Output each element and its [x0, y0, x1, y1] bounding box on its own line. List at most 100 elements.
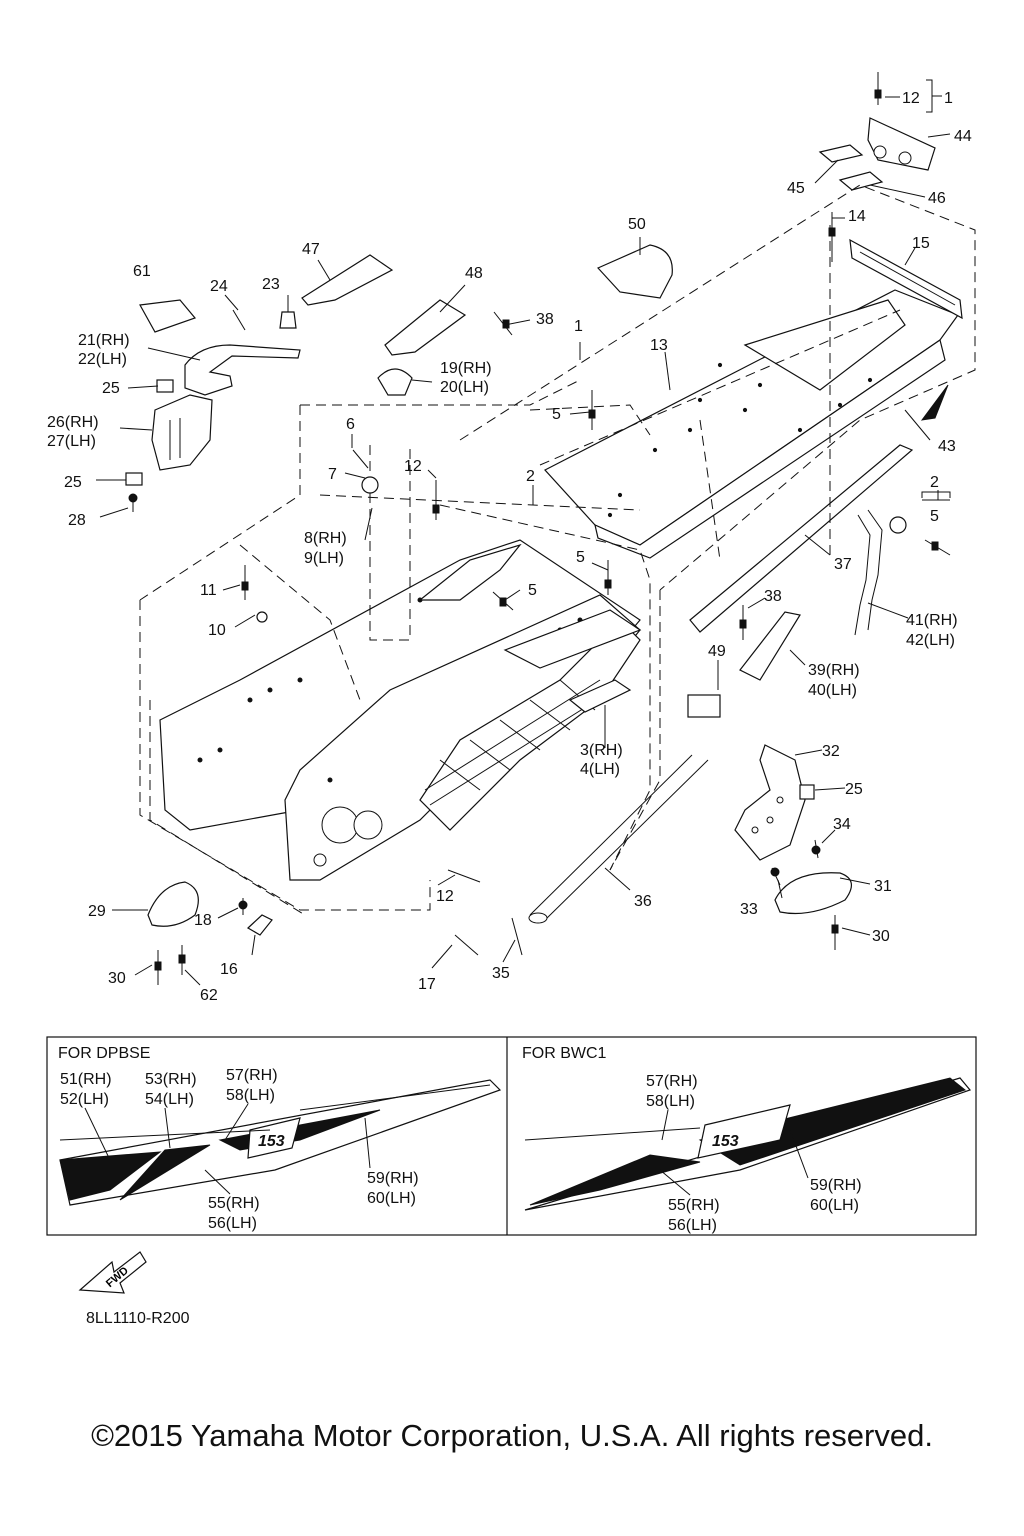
box-49 [687, 694, 721, 718]
inset-r-57: 57(RH) [646, 1073, 698, 1090]
label-25c: 25 [845, 781, 863, 798]
label-44: 44 [954, 128, 972, 145]
fwd-arrow-icon: FWD [78, 1251, 147, 1294]
label-1-top: 1 [944, 90, 953, 107]
label-18: 18 [194, 912, 212, 929]
inset-r-59: 59(RH) [810, 1177, 862, 1194]
diagram-code: 8LL1110-R200 [86, 1310, 190, 1327]
inset-r-60: 60(LH) [810, 1197, 859, 1214]
label-11: 11 [200, 582, 217, 599]
tunnel-top-panel [544, 289, 959, 559]
label-10: 10 [208, 622, 226, 639]
copyright-notice: ©2015 Yamaha Motor Corporation, U.S.A. A… [91, 1418, 933, 1453]
label-43: 43 [938, 438, 956, 455]
inset-r-55: 55(RH) [668, 1197, 720, 1214]
label-50: 50 [628, 216, 646, 233]
inset-l-51: 51(RH) [60, 1071, 112, 1088]
label-25b: 25 [64, 474, 82, 491]
inset-l-57: 57(RH) [226, 1067, 278, 1084]
label-1: 1 [574, 318, 583, 335]
label-19: 19(RH) [440, 360, 492, 377]
plate-50 [596, 244, 673, 299]
label-33: 33 [740, 901, 758, 918]
label-13: 13 [650, 337, 668, 354]
label-61: 61 [133, 263, 151, 280]
label-16: 16 [220, 961, 238, 978]
bar-36 [528, 754, 709, 924]
label-42: 42(LH) [906, 632, 955, 649]
label-29: 29 [88, 903, 106, 920]
group-bracket-top [926, 79, 933, 113]
label-21: 21(RH) [78, 332, 130, 349]
label-27: 27(LH) [47, 433, 96, 450]
label-4: 4(LH) [580, 761, 620, 778]
label-12-top: 12 [902, 90, 920, 107]
label-47: 47 [302, 241, 320, 258]
label-38a: 38 [536, 311, 554, 328]
inset-right-title: FOR BWC1 [522, 1045, 607, 1062]
label-38b: 38 [764, 588, 782, 605]
label-32: 32 [822, 743, 840, 760]
inset-l-55: 55(RH) [208, 1195, 260, 1212]
trim-47 [301, 254, 394, 306]
decal-inset-box: FOR DPBSE FOR BWC1 153 51(RH) 52(LH) 53(… [46, 1036, 977, 1236]
trim-61 [139, 299, 197, 333]
label-2a: 2 [526, 468, 535, 485]
label-31: 31 [874, 878, 892, 895]
callout-labels: 12 1 44 45 46 14 15 50 47 48 61 24 23 38… [47, 90, 972, 1004]
inset-l-59: 59(RH) [367, 1170, 419, 1187]
bracket-39 [739, 611, 801, 681]
label-30b: 30 [872, 928, 890, 945]
label-28: 28 [68, 512, 86, 529]
label-7: 7 [328, 466, 337, 483]
label-48: 48 [465, 265, 483, 282]
pad-46 [838, 171, 884, 191]
inset-l-56: 56(LH) [208, 1215, 257, 1232]
inset-l-53: 53(RH) [145, 1071, 197, 1088]
label-5c: 5 [576, 549, 585, 566]
inset-r-56: 56(LH) [668, 1217, 717, 1234]
label-24: 24 [210, 278, 228, 295]
label-30a: 30 [108, 970, 126, 987]
dashed-assembly-outlines [139, 184, 976, 916]
handle-19 [377, 368, 413, 396]
inset-l-52: 52(LH) [60, 1091, 109, 1108]
label-25a: 25 [102, 380, 120, 397]
label-45: 45 [787, 180, 805, 197]
clip-25c [799, 784, 815, 800]
label-8: 8(RH) [304, 530, 347, 547]
inset-left-title: FOR DPBSE [58, 1045, 150, 1062]
inset-l-54: 54(LH) [145, 1091, 194, 1108]
label-36: 36 [634, 893, 652, 910]
inset-l-60: 60(LH) [367, 1190, 416, 1207]
label-3: 3(RH) [580, 742, 623, 759]
group-bracket-2-5 [921, 491, 951, 498]
decal-bwc1: 153 [524, 1077, 972, 1211]
label-46: 46 [928, 190, 946, 207]
trim-48 [384, 299, 467, 356]
label-26: 26(RH) [47, 414, 99, 431]
label-12c: 12 [436, 888, 454, 905]
inset-l-58: 58(LH) [226, 1087, 275, 1104]
label-37: 37 [834, 556, 852, 573]
label-23: 23 [262, 276, 280, 293]
label-34: 34 [833, 816, 851, 833]
step-29 [147, 881, 199, 927]
bracket-21 [184, 344, 301, 396]
clip-25b [125, 472, 143, 486]
strap-41 [854, 509, 883, 636]
label-20: 20(LH) [440, 379, 489, 396]
clip-25a [156, 379, 174, 393]
label-5d: 5 [528, 582, 537, 599]
plate-32 [734, 744, 806, 861]
leader-lines [96, 96, 951, 986]
decal-153-left: 153 [258, 1133, 285, 1150]
rear-cap-44 [867, 117, 936, 171]
label-40: 40(LH) [808, 682, 857, 699]
inset-r-58: 58(LH) [646, 1093, 695, 1110]
label-62: 62 [200, 987, 218, 1004]
pad-45 [818, 144, 864, 163]
fasteners [128, 72, 951, 985]
decal-153-right: 153 [712, 1133, 739, 1150]
label-9: 9(LH) [304, 550, 344, 567]
